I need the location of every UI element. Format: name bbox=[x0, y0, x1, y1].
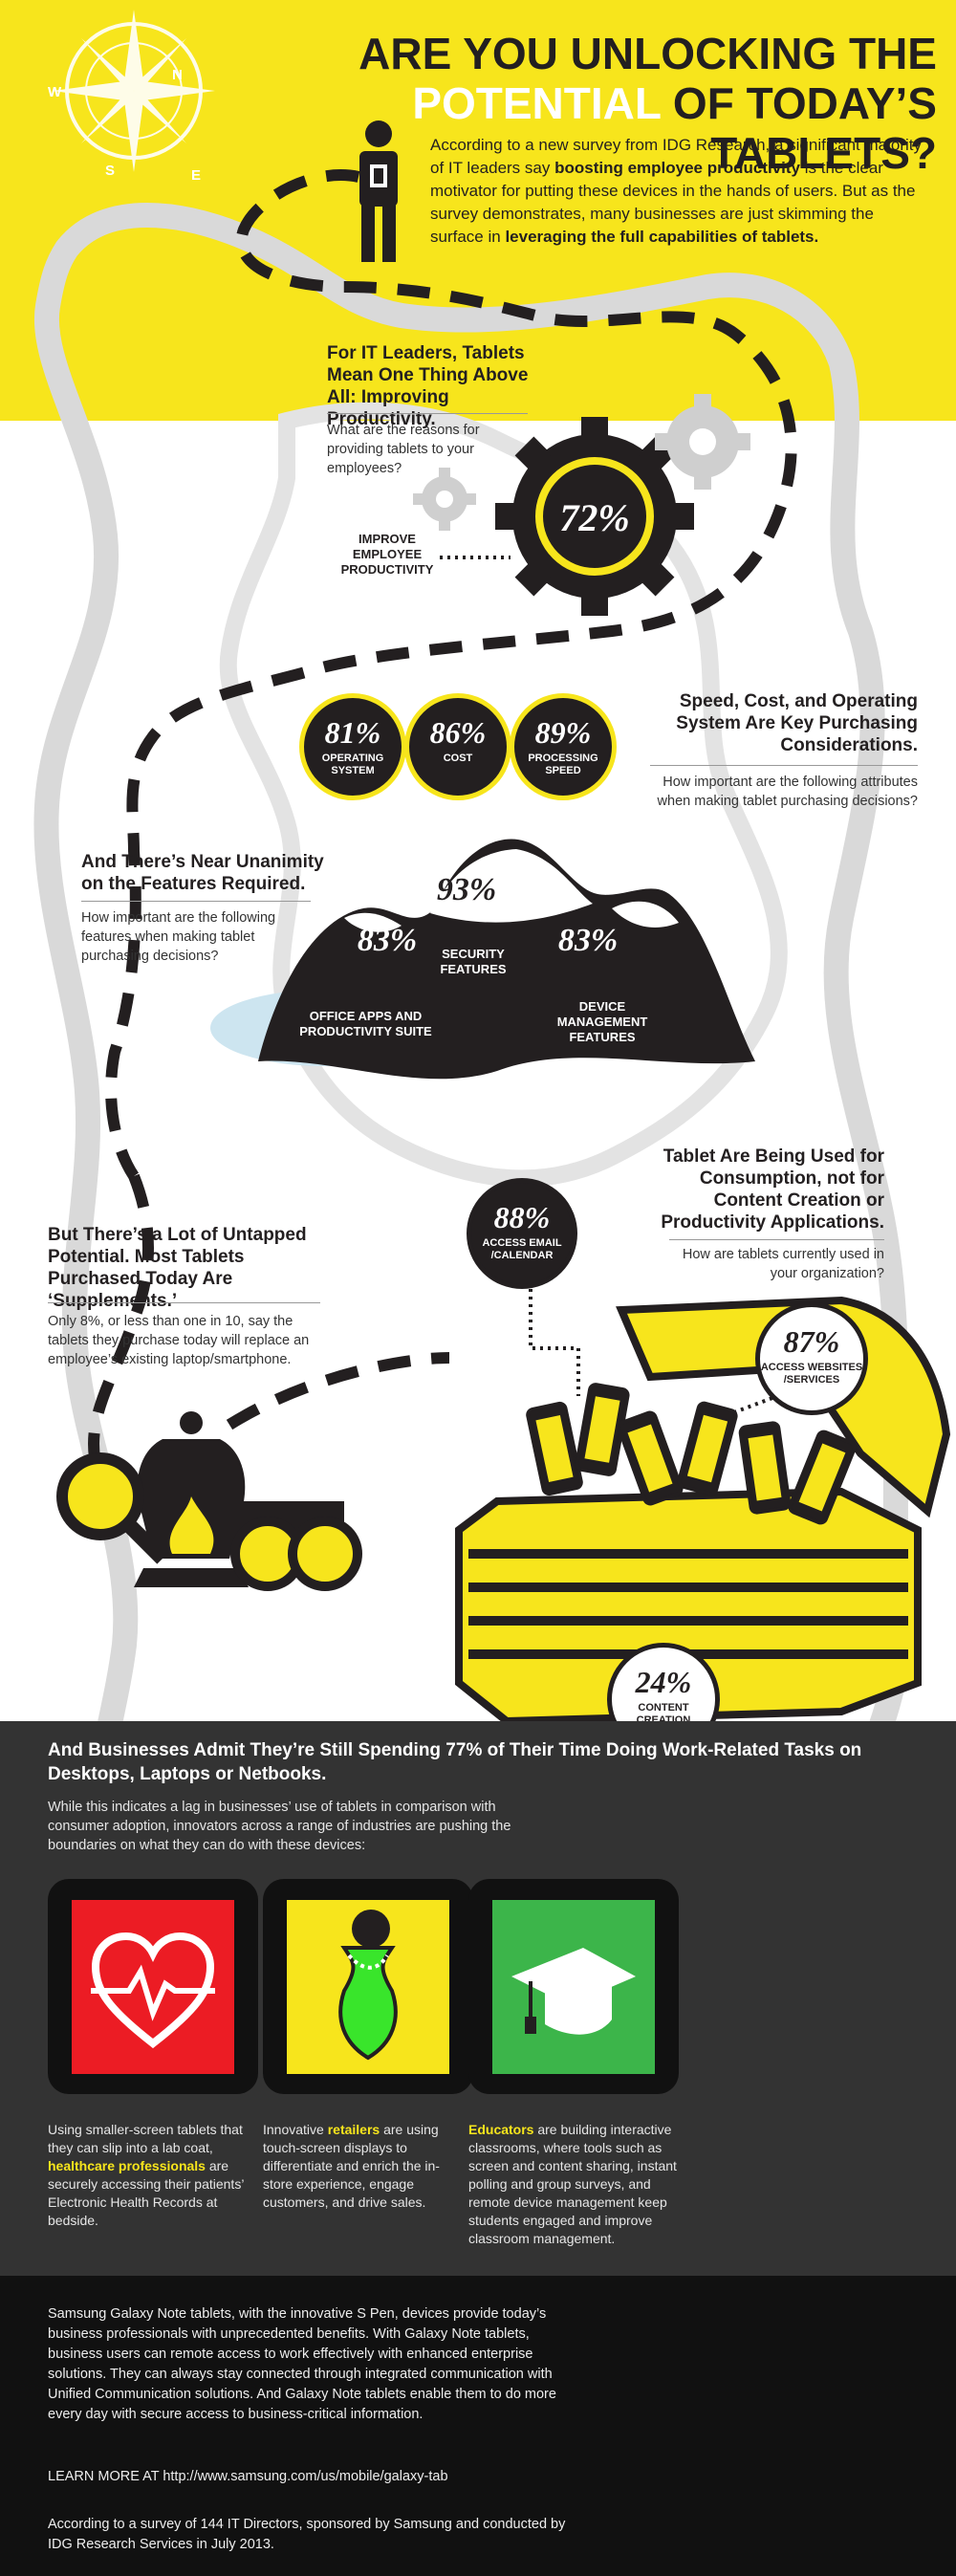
caption-text: Using smaller-screen tablets that they c… bbox=[48, 2122, 243, 2155]
feature-percent-security: 93% bbox=[436, 872, 497, 907]
stat-value: 81% bbox=[324, 715, 381, 750]
page-title: ARE YOU UNLOCKING THE POTENTIAL OF TODAY… bbox=[239, 29, 937, 178]
footer-body: Samsung Galaxy Note tablets, with the in… bbox=[48, 2306, 556, 2422]
person-icon bbox=[359, 120, 398, 262]
mountains-shape bbox=[258, 839, 755, 1080]
consumption-heading: Tablet Are Being Used for Consumption, n… bbox=[661, 1146, 884, 1233]
caption-text: are building interactive classrooms, whe… bbox=[468, 2122, 677, 2246]
gear-icon bbox=[495, 417, 694, 616]
intro-text-1: According to a new survey from IDG Resea… bbox=[430, 136, 922, 177]
stat-label: ACCESS WEBSITES /SERVICES bbox=[760, 1362, 863, 1386]
caption-text: Innovative bbox=[263, 2122, 328, 2137]
intro-bold-2: leveraging the full capabilities of tabl… bbox=[505, 228, 819, 246]
compass-rose bbox=[53, 10, 215, 172]
intro-text-2: is the clear motivator for putting these… bbox=[430, 159, 916, 246]
divider bbox=[327, 413, 528, 414]
tablet-screen bbox=[72, 1900, 234, 2074]
heart-icon bbox=[91, 1932, 215, 2049]
compass-e: E bbox=[191, 167, 202, 184]
stat-label: ACCESS EMAIL /CALENDAR bbox=[482, 1237, 562, 1261]
title-line-1: ARE YOU UNLOCKING THE bbox=[358, 29, 937, 78]
education-caption: Educators are building interactive class… bbox=[468, 2121, 688, 2248]
divider bbox=[48, 1302, 320, 1303]
tablet-healthcare bbox=[48, 1879, 258, 2094]
feature-label-device: DEVICE MANAGEMENT FEATURES bbox=[556, 999, 648, 1044]
consumption-question: How are tablets currently used in your o… bbox=[682, 1247, 884, 1281]
title-line-2: POTENTIAL OF TODAY’S TABLETS? bbox=[239, 78, 937, 178]
stat-circle-os: 81% OPERATING SYSTEM bbox=[299, 693, 406, 800]
desktop-heading: And Businesses Admit They’re Still Spend… bbox=[48, 1740, 862, 1784]
untapped-body: Only 8%, or less than one in 10, say the… bbox=[48, 1314, 310, 1367]
stat-label: PROCESSING SPEED bbox=[528, 753, 598, 776]
caption-text: are securely accessing their patients’ E… bbox=[48, 2158, 244, 2228]
divider bbox=[81, 901, 311, 902]
retail-caption: Innovative retailers are using touch-scr… bbox=[263, 2121, 468, 2212]
features-heading: And There’s Near Unanimity on the Featur… bbox=[81, 852, 324, 894]
productivity-percent: 72% bbox=[559, 496, 630, 539]
untapped-heading: But There’s a Lot of Untapped Potential.… bbox=[48, 1225, 307, 1311]
stat-value: 87% bbox=[783, 1324, 840, 1359]
divider bbox=[650, 765, 918, 766]
compass-n: N bbox=[172, 67, 183, 83]
compass-w: W bbox=[48, 84, 62, 100]
stat-circle-email: 88% ACCESS EMAIL /CALENDAR bbox=[467, 1178, 577, 1289]
tablet-screen bbox=[492, 1900, 655, 2074]
feature-percent-device: 83% bbox=[557, 923, 619, 958]
stat-value: 86% bbox=[429, 715, 487, 750]
magnifier-icon bbox=[56, 1452, 168, 1564]
feature-percent-office: 83% bbox=[357, 923, 418, 958]
features-question: How important are the following features… bbox=[81, 910, 276, 964]
stat-value: 24% bbox=[635, 1665, 692, 1699]
stat-circle-cost: 86% COST bbox=[404, 693, 511, 800]
compass-s: S bbox=[105, 163, 116, 179]
stat-circle-websites: 87% ACCESS WEBSITES /SERVICES bbox=[755, 1302, 868, 1415]
divider bbox=[669, 1239, 884, 1240]
stat-value: 88% bbox=[493, 1200, 551, 1234]
caption-highlight: Educators bbox=[468, 2122, 534, 2137]
tablet-education bbox=[468, 1879, 679, 2094]
productivity-label: IMPROVE EMPLOYEE PRODUCTIVITY bbox=[340, 532, 434, 577]
feature-label-office: OFFICE APPS AND PRODUCTIVITY SUITE bbox=[299, 1009, 432, 1038]
title-highlight: POTENTIAL bbox=[412, 78, 662, 128]
productivity-heading: For IT Leaders, Tablets Mean One Thing A… bbox=[327, 343, 529, 429]
caption-highlight: retailers bbox=[327, 2122, 380, 2137]
graduation-cap-icon bbox=[511, 1948, 636, 2035]
footer-panel bbox=[0, 2276, 956, 2576]
intro-paragraph: According to a new survey from IDG Resea… bbox=[430, 134, 927, 249]
purchasing-heading: Speed, Cost, and Operating System Are Ke… bbox=[676, 691, 918, 755]
feature-label-security: SECURITY FEATURES bbox=[440, 947, 507, 976]
caption-highlight: healthcare professionals bbox=[48, 2158, 206, 2173]
stat-circle-speed: 89% PROCESSING SPEED bbox=[510, 693, 617, 800]
desktop-body: While this indicates a lag in businesses… bbox=[48, 1800, 511, 1853]
productivity-question: What are the reasons for providing table… bbox=[327, 423, 480, 476]
small-gear-icon-2 bbox=[655, 394, 750, 490]
lantern-icon bbox=[134, 1411, 249, 1587]
compass-letters: N W S E bbox=[38, 57, 229, 249]
title-line-2-rest: OF TODAY’S TABLETS? bbox=[661, 78, 937, 178]
purchasing-question: How important are the following attribut… bbox=[657, 775, 918, 809]
tablet-screen bbox=[287, 1900, 449, 2074]
small-gear-icon bbox=[413, 468, 476, 531]
stat-value: 89% bbox=[534, 715, 592, 750]
healthcare-caption: Using smaller-screen tablets that they c… bbox=[48, 2121, 253, 2230]
footer-source: According to a survey of 144 IT Director… bbox=[48, 2517, 566, 2552]
intro-bold-1: boosting employee productivity bbox=[554, 159, 801, 177]
caption-text: are using touch-screen displays to diffe… bbox=[263, 2122, 440, 2210]
learn-more-link[interactable]: LEARN MORE AT http://www.samsung.com/us/… bbox=[48, 2469, 448, 2484]
stat-label: OPERATING SYSTEM bbox=[321, 753, 384, 776]
dress-form-icon bbox=[338, 1910, 398, 2061]
binoculars-icon bbox=[230, 1501, 362, 1591]
stat-label: COST bbox=[443, 753, 473, 764]
tablet-retail bbox=[263, 1879, 473, 2094]
